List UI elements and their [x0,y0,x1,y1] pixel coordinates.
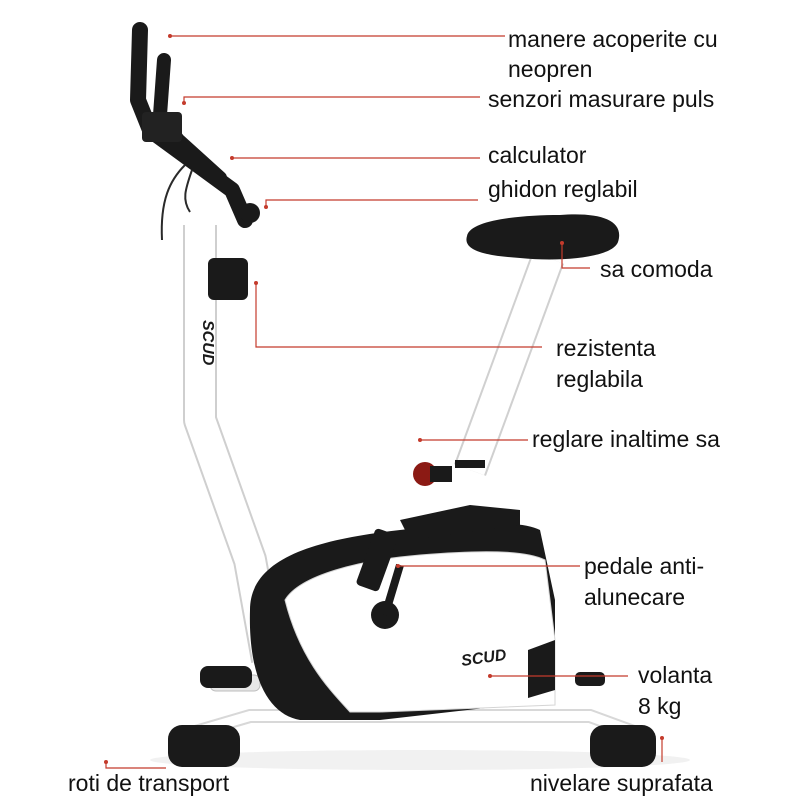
label-adjustable-handlebar: ghidon reglabil [488,176,638,202]
label-seat-height: reglare inaltime sa [532,426,720,452]
flywheel-housing: SCUD [249,505,556,720]
foot-right-leveler [590,725,656,767]
rear-base [173,709,653,745]
pulse-sensor-pad [142,112,182,142]
foot-left [168,725,240,767]
transport-wheel-left [200,666,252,688]
housing-brand-text: SCUD [460,647,508,670]
handlebar [130,22,260,241]
label-flywheel-weight: 8 kg [638,693,682,719]
label-adjustable-resistance-2: reglabila [556,366,643,392]
label-flywheel: volanta [638,662,713,688]
label-pulse-sensors: senzori masurare puls [488,86,715,112]
handlebar-adjust-knob [240,203,260,223]
label-surface-leveling: nivelare suprafata [530,770,713,796]
pedal [356,528,398,592]
label-handle-covers-2: neopren [508,56,593,82]
label-anti-slip-pedals-2: alunecare [584,584,686,610]
floor-shadow [150,750,690,770]
label-anti-slip-pedals: pedale anti- [584,553,705,579]
label-handle-covers: manere acoperite cu [508,26,718,52]
saddle [466,214,620,260]
label-computer: calculator [488,142,587,168]
leader-lines [104,34,664,769]
label-comfort-seat: sa comoda [600,256,713,282]
label-adjustable-resistance: rezistenta [556,335,656,361]
label-transport-wheels: roti de transport [68,770,230,796]
resistance-knob [208,258,248,300]
seat-post [454,252,564,476]
pedal-crank [356,528,404,629]
sensor-cable [160,164,186,241]
upright-brand-text: SCUD [199,320,216,366]
vent-grille [528,640,555,698]
